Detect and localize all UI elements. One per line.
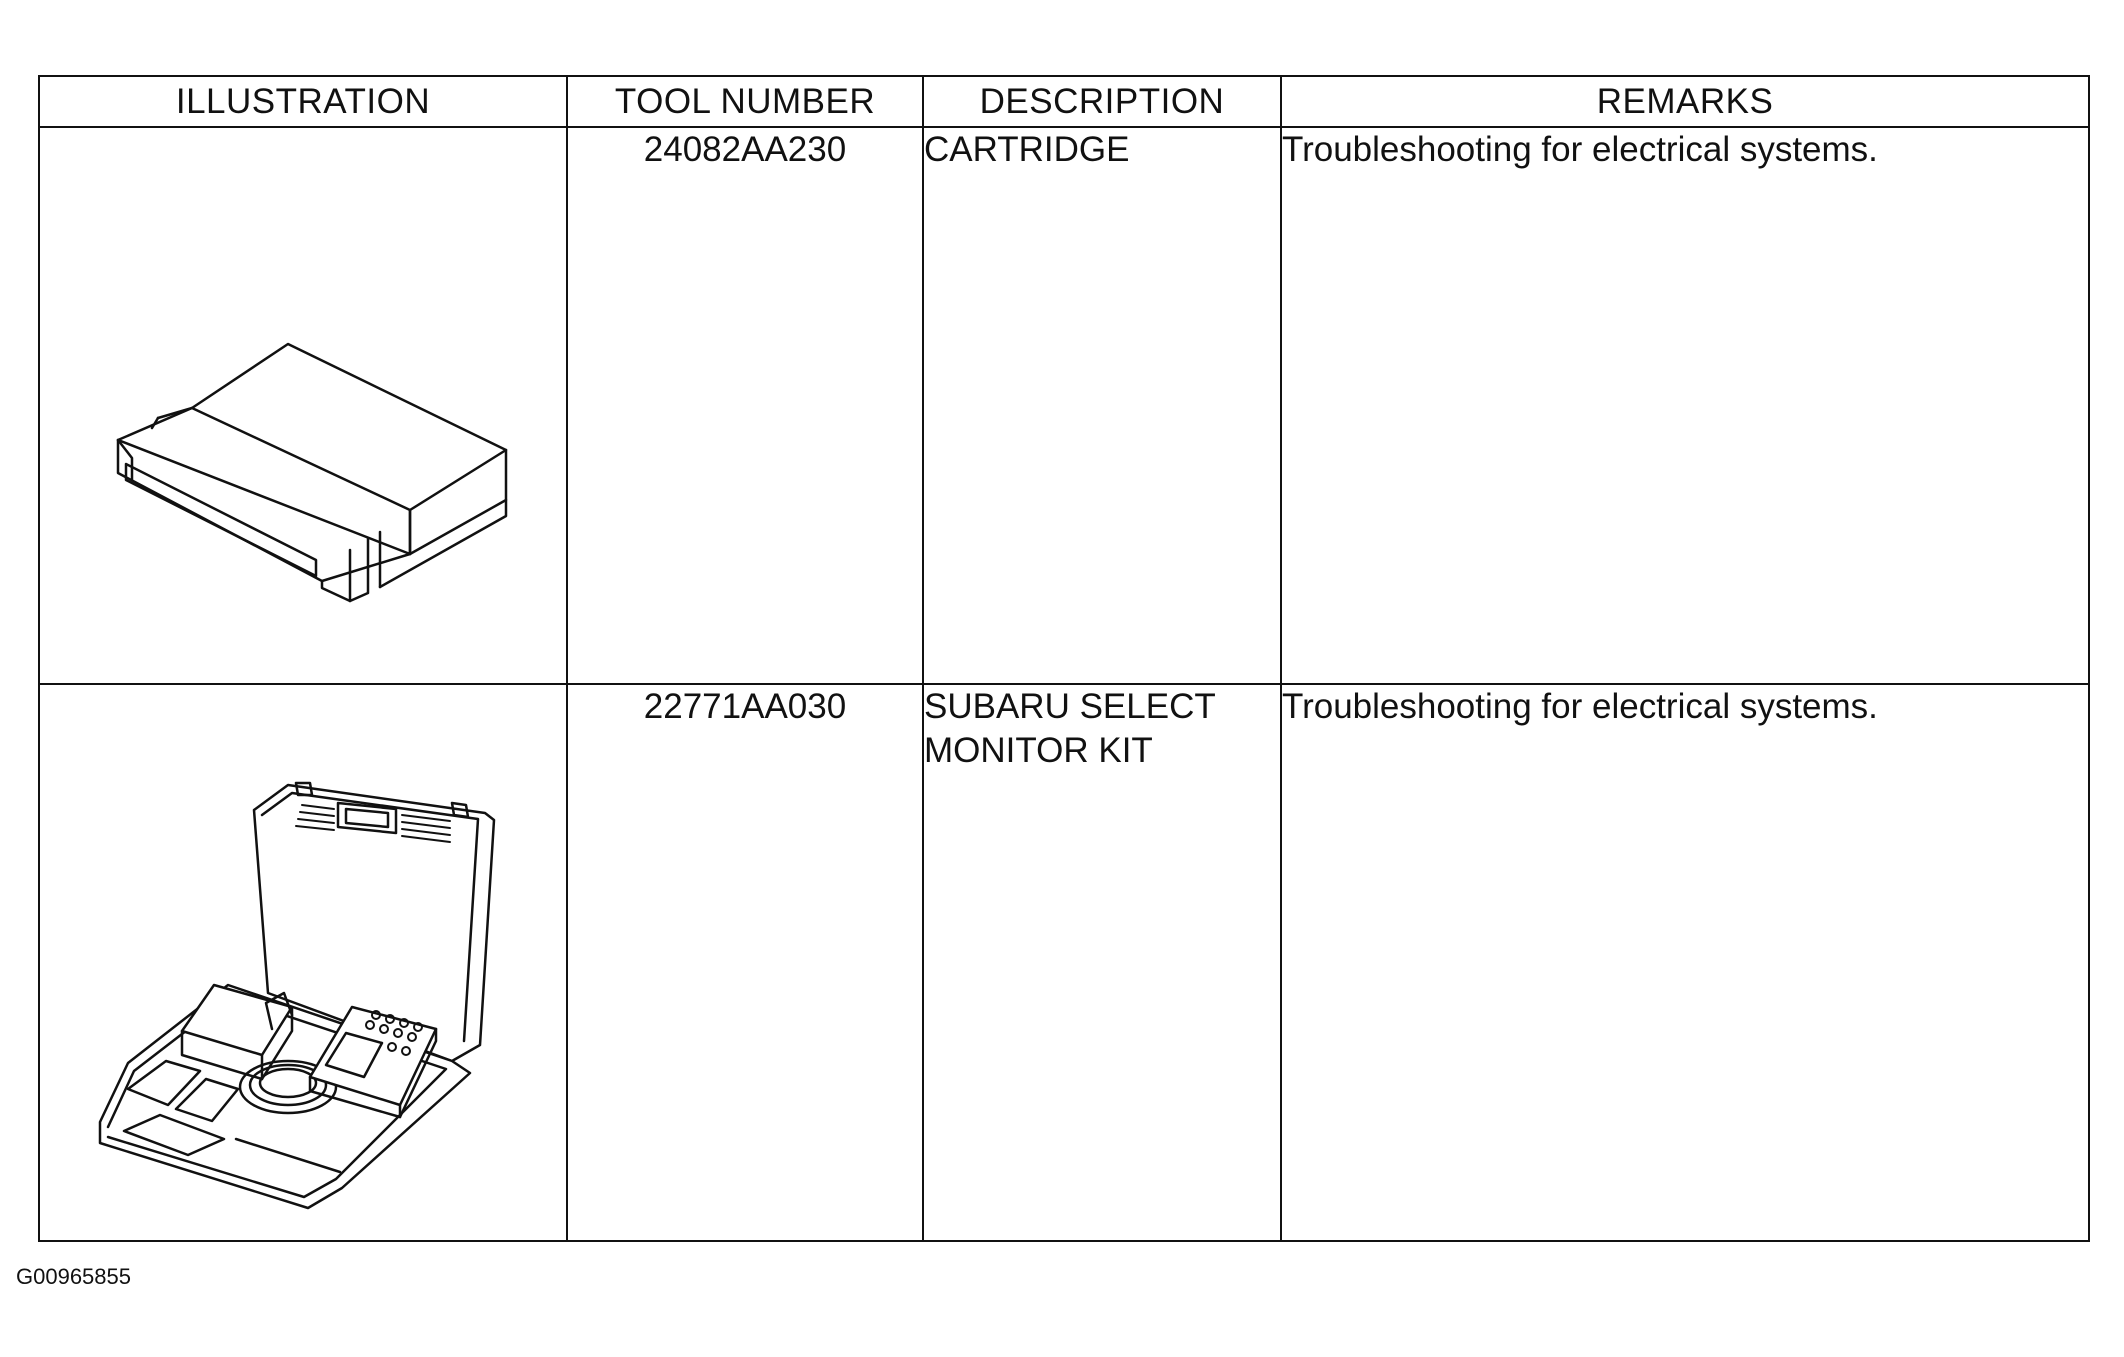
remarks-cell: Troubleshooting for electrical systems. [1280, 683, 2090, 1242]
header-description: DESCRIPTION [922, 75, 1282, 128]
illustration-cell [38, 126, 568, 685]
figure-id-caption: G00965855 [16, 1264, 131, 1289]
illustration-cell [38, 683, 568, 1242]
description-line: SUBARU SELECT [924, 687, 1216, 726]
tool-number-cell: 22771AA030 [566, 683, 924, 1242]
description-line: MONITOR KIT [924, 731, 1153, 770]
description-cell: SUBARU SELECT MONITOR KIT [922, 683, 1282, 1242]
table-row: 22771AA030 SUBARU SELECT MONITOR KIT Tro… [38, 683, 2090, 1242]
select-monitor-kit-icon [98, 781, 496, 1210]
description-line: CARTRIDGE [924, 130, 1130, 169]
header-illustration: ILLUSTRATION [38, 75, 568, 128]
remarks-cell: Troubleshooting for electrical systems. [1280, 126, 2090, 685]
header-remarks: REMARKS [1280, 75, 2090, 128]
description-cell: CARTRIDGE [922, 126, 1282, 685]
table-row: 24082AA230 CARTRIDGE Troubleshooting for… [38, 126, 2090, 685]
tool-number-cell: 24082AA230 [566, 126, 924, 685]
special-tools-table: ILLUSTRATION TOOL NUMBER DESCRIPTION REM… [38, 75, 2090, 1242]
header-tool-number: TOOL NUMBER [566, 75, 924, 128]
table-header-row: ILLUSTRATION TOOL NUMBER DESCRIPTION REM… [38, 75, 2090, 128]
tools-table-container: ILLUSTRATION TOOL NUMBER DESCRIPTION REM… [38, 75, 2090, 1242]
cartridge-icon [116, 342, 508, 603]
